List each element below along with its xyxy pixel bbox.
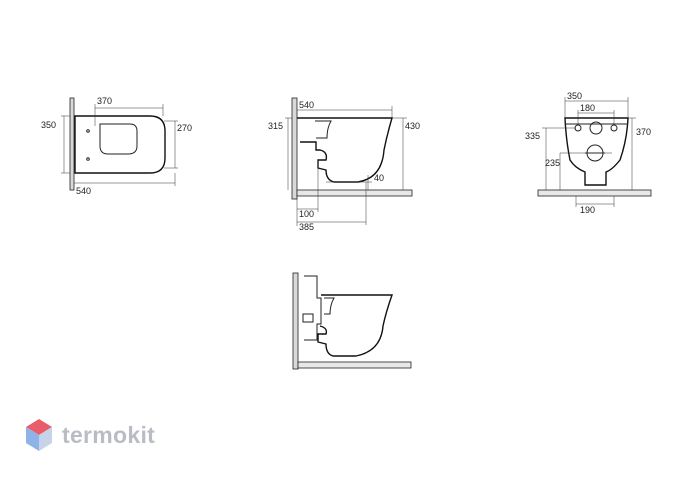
install-view-floor xyxy=(297,361,412,369)
dim-side-outlet-height: 40 xyxy=(374,173,384,183)
termokit-logo-icon xyxy=(26,419,52,451)
dim-top-length: 540 xyxy=(76,186,91,196)
install-view-wall xyxy=(292,272,299,370)
side-view-floor xyxy=(296,189,413,197)
top-view-bowl-outline xyxy=(74,115,166,174)
side-view-bowl-outline xyxy=(297,117,393,183)
dim-top-seat-depth: 270 xyxy=(177,123,192,133)
installation-view xyxy=(292,272,412,370)
dim-top-depth: 350 xyxy=(41,120,56,130)
side-view-rim-line xyxy=(315,120,332,139)
front-view: 350 180 335 370 235 190 xyxy=(525,91,652,215)
dim-front-stud-height: 335 xyxy=(525,131,540,141)
top-view-fixing-hole xyxy=(86,157,90,161)
install-view-bowl-outline xyxy=(317,294,393,357)
front-view-inlet xyxy=(589,121,603,135)
dim-side-outlet-offset: 100 xyxy=(299,209,314,219)
top-view-seat-opening xyxy=(99,123,138,155)
dim-top-width: 370 xyxy=(97,96,112,106)
dim-front-height: 370 xyxy=(636,127,651,137)
side-view-wall xyxy=(291,97,298,200)
dim-front-outlet-width: 190 xyxy=(580,205,595,215)
install-view-rim-line xyxy=(324,297,335,315)
dim-side-mount-height: 315 xyxy=(268,121,283,131)
install-view-connector xyxy=(302,313,314,323)
dim-front-outlet-height: 235 xyxy=(545,158,560,168)
front-view-bowl-outline xyxy=(564,117,629,186)
dim-side-waste-offset: 385 xyxy=(299,222,314,232)
install-view-frame xyxy=(304,275,322,341)
dim-front-hole-spacing: 180 xyxy=(580,103,595,113)
dim-side-height: 430 xyxy=(405,121,420,131)
dim-front-width: 350 xyxy=(567,91,582,101)
top-view-wall xyxy=(69,97,75,191)
top-view: 370 350 270 540 xyxy=(41,96,192,196)
front-view-fixing-hole xyxy=(610,124,618,132)
side-view: 540 315 430 40 100 385 xyxy=(268,97,420,232)
top-view-fixing-hole xyxy=(86,129,90,133)
front-view-floor xyxy=(537,189,652,197)
brand-watermark: termokit xyxy=(24,415,155,455)
dim-side-length: 540 xyxy=(299,100,314,110)
brand-name: termokit xyxy=(62,421,156,448)
